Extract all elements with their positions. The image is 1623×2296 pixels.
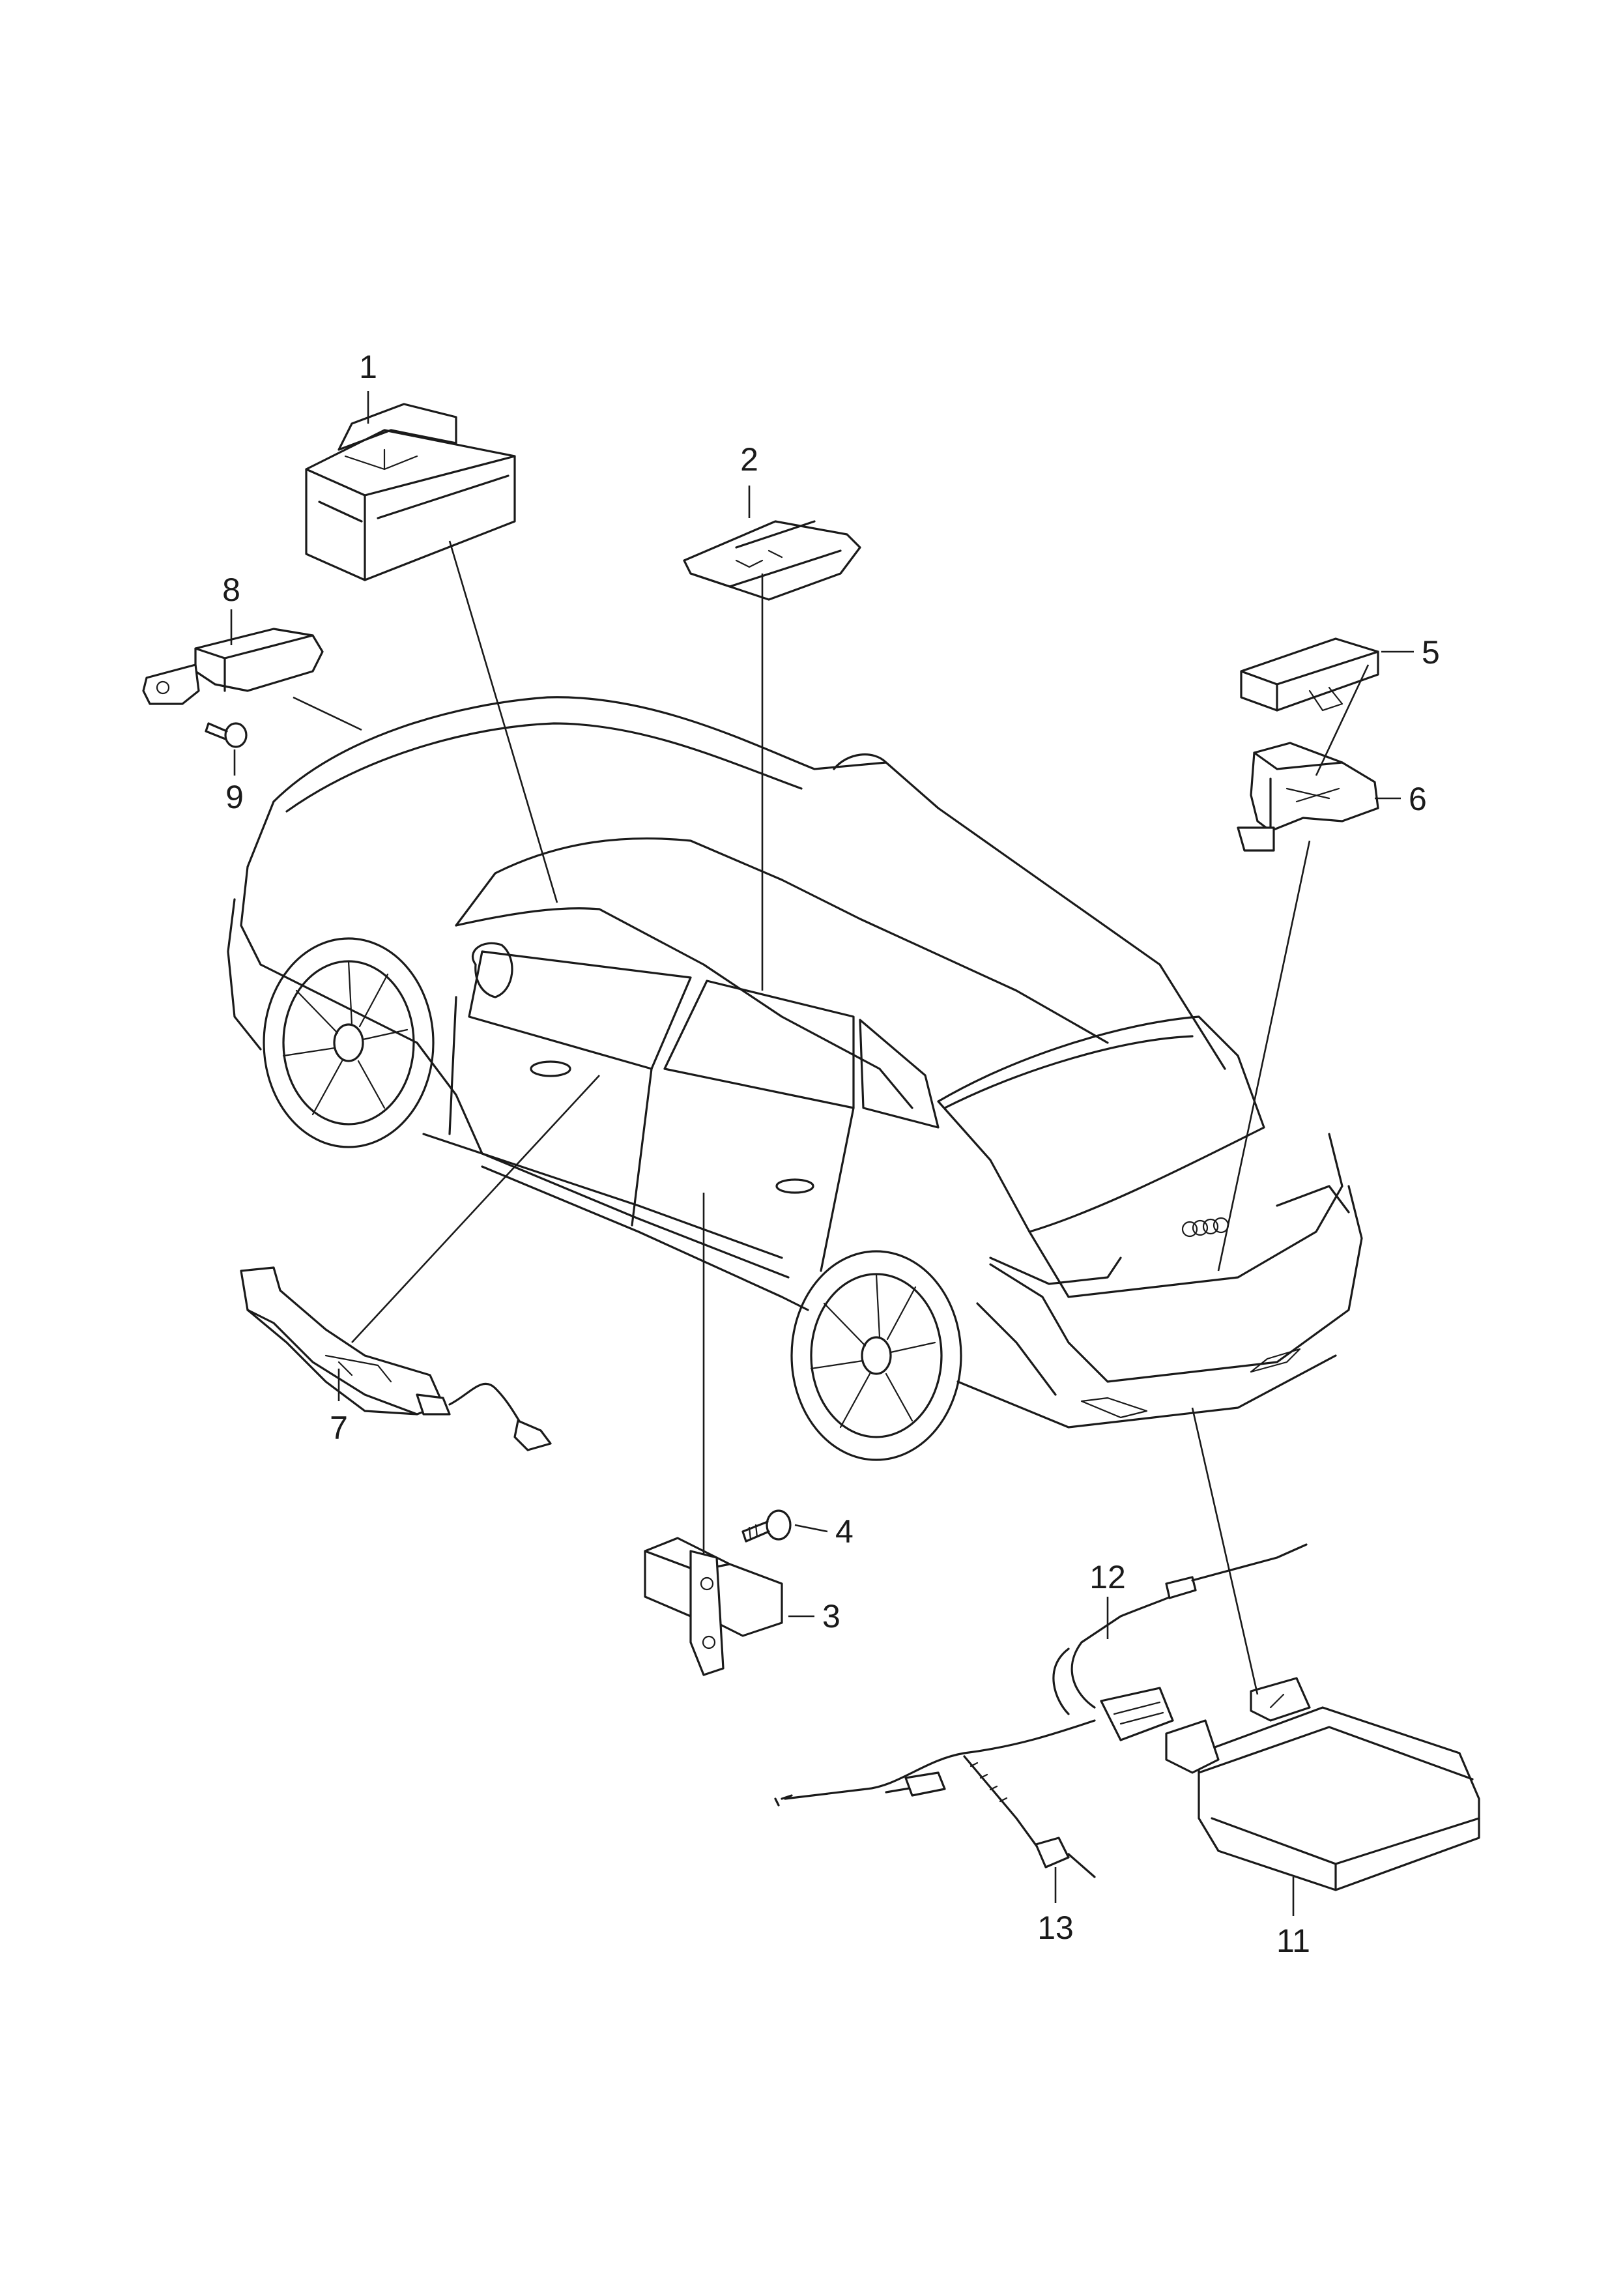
callout-12: 12 xyxy=(1089,1559,1126,1595)
part-9-screw xyxy=(205,722,248,748)
part-12-cable-harness xyxy=(774,1543,1308,1807)
callout-6: 6 xyxy=(1409,781,1427,817)
part-8-sensor xyxy=(142,628,324,705)
callout-7: 7 xyxy=(330,1410,348,1446)
part-4-screw xyxy=(741,1509,792,1543)
callout-8: 8 xyxy=(222,572,240,608)
part-3-bracket-sensor xyxy=(644,1537,783,1676)
callout-2: 2 xyxy=(740,441,758,478)
rear-wheel xyxy=(790,1250,962,1461)
part-5-antenna xyxy=(1240,637,1379,712)
leader-lines xyxy=(230,391,1414,1916)
callout-labels: 1 2 3 4 5 6 7 8 9 11 12 13 xyxy=(222,349,1440,1959)
part-6-holder xyxy=(1237,742,1379,852)
part-13-cable-tie xyxy=(963,1755,1096,1878)
vehicle-outline xyxy=(227,696,1363,1429)
callout-4: 4 xyxy=(835,1513,854,1550)
front-wheel xyxy=(263,937,435,1148)
callout-11: 11 xyxy=(1276,1923,1310,1959)
callout-5: 5 xyxy=(1422,634,1440,671)
part-1-control-unit xyxy=(305,403,516,581)
part-7-handle-antenna xyxy=(240,1266,552,1451)
callout-3: 3 xyxy=(822,1598,840,1635)
callout-9: 9 xyxy=(225,779,244,815)
part-11-control-unit xyxy=(1165,1677,1480,1891)
callout-13: 13 xyxy=(1037,1910,1074,1946)
callout-1: 1 xyxy=(359,349,377,385)
part-2-antenna-module xyxy=(683,520,861,601)
